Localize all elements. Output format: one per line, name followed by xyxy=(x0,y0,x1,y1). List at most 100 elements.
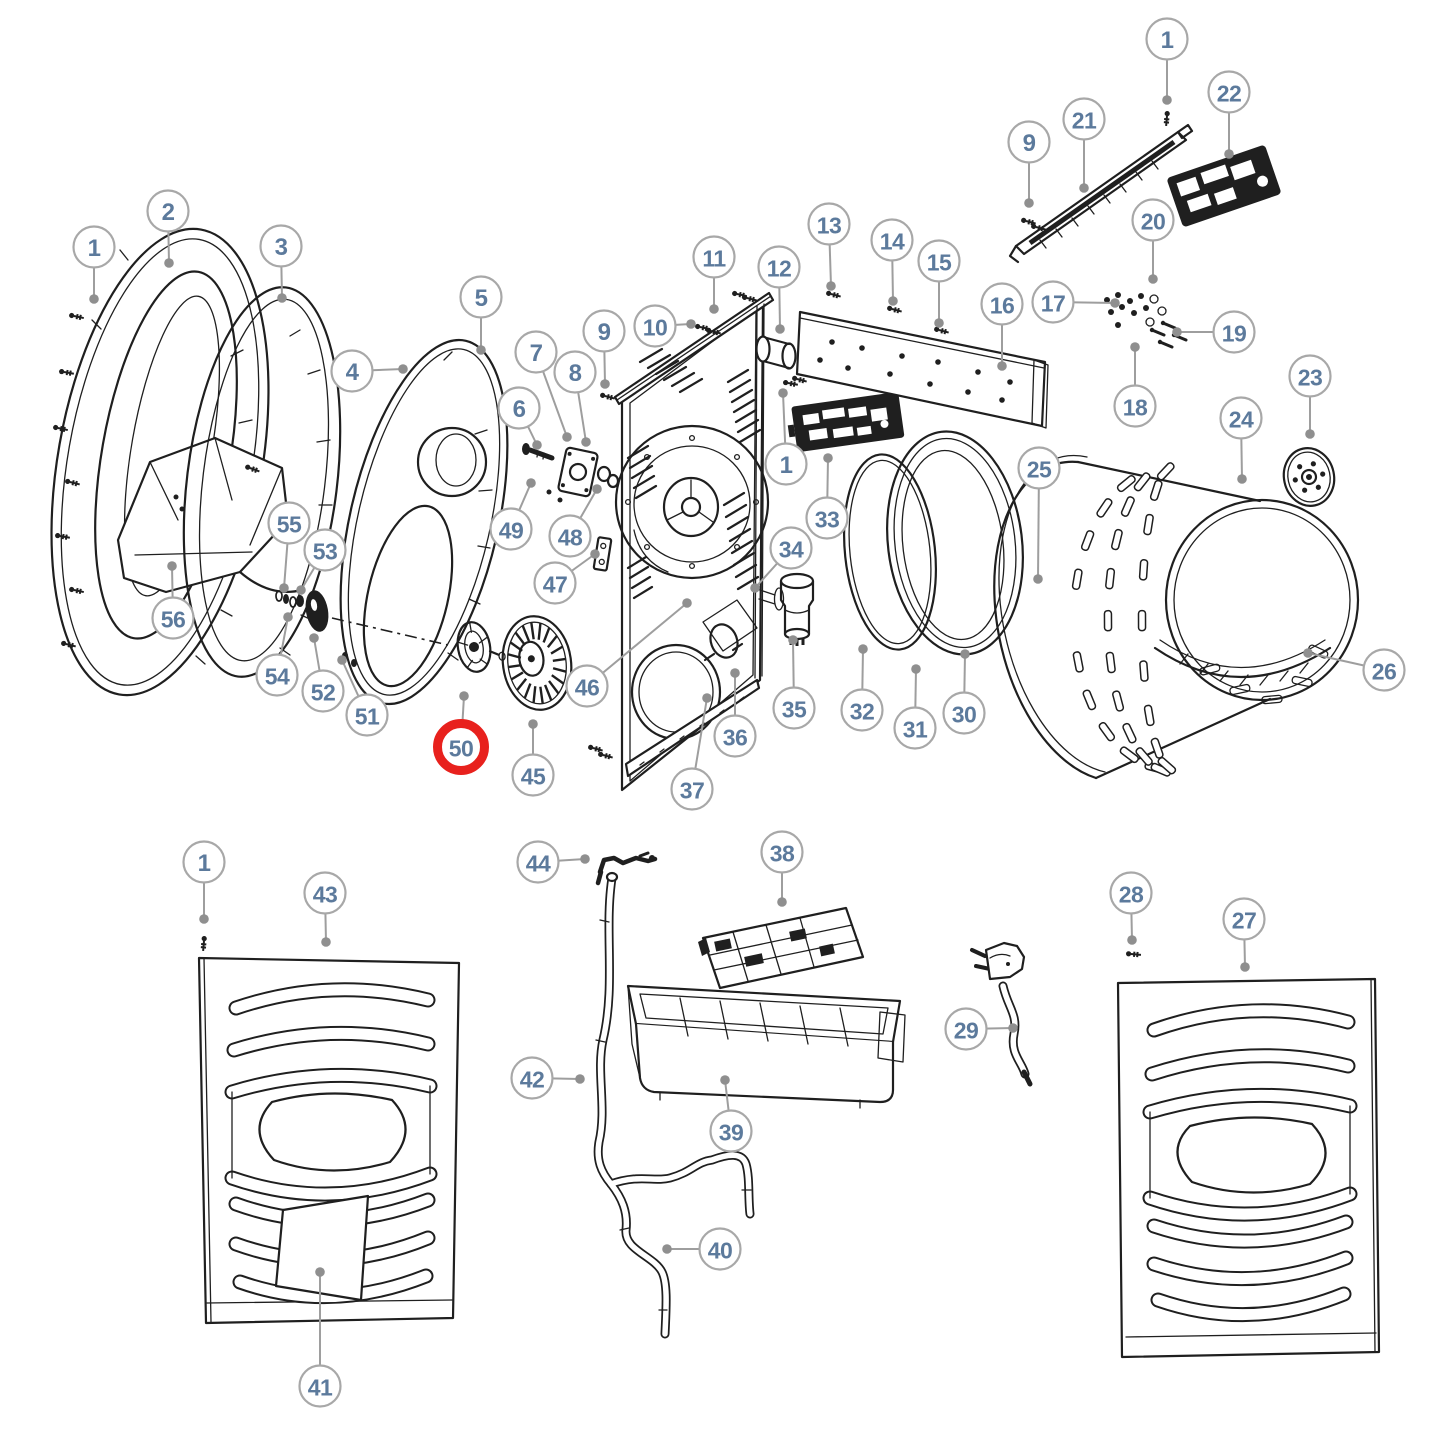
callout-36[interactable]: 36 xyxy=(713,714,757,758)
callout-1d[interactable]: 1 xyxy=(182,840,226,884)
callout-17[interactable]: 17 xyxy=(1031,280,1075,324)
callout-circle xyxy=(670,767,714,811)
callout-27[interactable]: 27 xyxy=(1222,897,1266,941)
callout-1b[interactable]: 1 xyxy=(1145,17,1189,61)
leader-dot xyxy=(730,668,740,678)
leader-dot xyxy=(476,345,486,355)
callout-46[interactable]: 46 xyxy=(565,664,609,708)
callout-6[interactable]: 6 xyxy=(497,386,541,430)
callout-51[interactable]: 51 xyxy=(345,693,389,737)
callout-37[interactable]: 37 xyxy=(670,767,714,811)
callout-5[interactable]: 5 xyxy=(459,275,503,319)
callout-47[interactable]: 47 xyxy=(533,561,577,605)
callout-28[interactable]: 28 xyxy=(1109,871,1153,915)
callout-number: 39 xyxy=(719,1120,744,1146)
leader-dot xyxy=(315,1267,325,1277)
leader-dot xyxy=(526,478,536,488)
leader-dot xyxy=(1237,474,1247,484)
callout-44[interactable]: 44 xyxy=(516,840,560,884)
callout-11[interactable]: 11 xyxy=(692,235,736,279)
callout-number: 3 xyxy=(275,234,288,261)
callout-29[interactable]: 29 xyxy=(944,1007,988,1051)
callout-45[interactable]: 45 xyxy=(511,753,555,797)
callout-15[interactable]: 15 xyxy=(917,239,961,283)
callout-42[interactable]: 42 xyxy=(510,1056,554,1100)
callout-circle xyxy=(548,514,592,558)
callout-7[interactable]: 7 xyxy=(514,330,558,374)
callout-39[interactable]: 39 xyxy=(709,1109,753,1153)
leader-dot xyxy=(858,644,868,654)
callout-25[interactable]: 25 xyxy=(1017,446,1061,490)
screw-icon xyxy=(695,323,710,332)
leader-dot xyxy=(398,364,408,374)
callout-26[interactable]: 26 xyxy=(1362,648,1406,692)
callout-number: 13 xyxy=(817,213,842,239)
callout-12[interactable]: 12 xyxy=(757,245,801,289)
callout-number: 23 xyxy=(1298,365,1323,391)
callout-16[interactable]: 16 xyxy=(980,282,1024,326)
callout-49[interactable]: 49 xyxy=(489,507,533,551)
callout-41[interactable]: 41 xyxy=(298,1364,342,1408)
callout-20[interactable]: 20 xyxy=(1131,198,1175,242)
callout-circle xyxy=(1207,70,1251,114)
callout-circle xyxy=(840,688,884,732)
callout-21[interactable]: 21 xyxy=(1062,97,1106,141)
callout-2[interactable]: 2 xyxy=(146,189,190,233)
callout-3[interactable]: 3 xyxy=(259,224,303,268)
callout-53[interactable]: 53 xyxy=(303,528,347,572)
callout-22[interactable]: 22 xyxy=(1207,70,1251,114)
callout-55[interactable]: 55 xyxy=(267,501,311,545)
callout-circle xyxy=(1017,446,1061,490)
callout-circle xyxy=(772,686,816,730)
callout-23[interactable]: 23 xyxy=(1288,354,1332,398)
callout-1c[interactable]: 1 xyxy=(764,442,808,486)
leader-dot xyxy=(960,649,970,659)
callout-30[interactable]: 30 xyxy=(942,691,986,735)
screw-icon xyxy=(245,464,260,473)
callout-19[interactable]: 19 xyxy=(1212,310,1256,354)
callout-35[interactable]: 35 xyxy=(772,686,816,730)
callout-31[interactable]: 31 xyxy=(893,706,937,750)
callout-56[interactable]: 56 xyxy=(151,596,195,640)
callout-9a[interactable]: 9 xyxy=(1007,120,1051,164)
callout-9b[interactable]: 9 xyxy=(582,309,626,353)
callout-13[interactable]: 13 xyxy=(807,202,851,246)
callout-circle xyxy=(516,840,560,884)
callout-33[interactable]: 33 xyxy=(805,496,849,540)
callout-38[interactable]: 38 xyxy=(760,830,804,874)
callout-24[interactable]: 24 xyxy=(1219,396,1263,440)
callout-50[interactable]: 50 xyxy=(433,719,489,775)
callout-40[interactable]: 40 xyxy=(698,1227,742,1271)
callout-54[interactable]: 54 xyxy=(255,653,299,697)
callout-circle xyxy=(497,386,541,430)
callout-number: 29 xyxy=(954,1018,979,1044)
screw-icon xyxy=(588,744,603,753)
callout-1a[interactable]: 1 xyxy=(72,225,116,269)
callout-52[interactable]: 52 xyxy=(301,669,345,713)
callout-32[interactable]: 32 xyxy=(840,688,884,732)
callout-number: 21 xyxy=(1072,108,1097,134)
part-left-side-panel xyxy=(197,956,461,1325)
leader-dot xyxy=(528,719,538,729)
callout-14[interactable]: 14 xyxy=(870,218,914,262)
drive-axis-dashline xyxy=(331,617,449,646)
callout-4[interactable]: 4 xyxy=(330,349,374,393)
callout-number: 47 xyxy=(543,572,568,598)
leader-dot xyxy=(562,432,572,442)
callout-34[interactable]: 34 xyxy=(769,526,813,570)
callout-number: 17 xyxy=(1041,291,1066,317)
callout-10[interactable]: 10 xyxy=(633,304,677,348)
leader-dot xyxy=(532,440,542,450)
callout-43[interactable]: 43 xyxy=(303,871,347,915)
callout-number: 1 xyxy=(88,235,101,262)
callout-circle xyxy=(980,282,1024,326)
callout-circle xyxy=(255,653,299,697)
callout-number: 46 xyxy=(575,675,600,701)
callout-48[interactable]: 48 xyxy=(548,514,592,558)
callout-18[interactable]: 18 xyxy=(1113,384,1157,428)
callout-8[interactable]: 8 xyxy=(553,350,597,394)
leader-dot xyxy=(888,296,898,306)
callout-circle xyxy=(459,275,503,319)
